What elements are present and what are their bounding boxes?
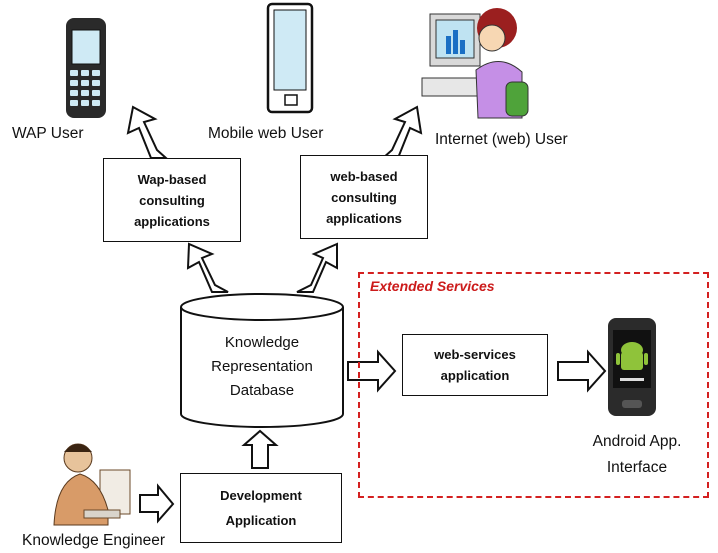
wap-app-label: Wap-based consulting applications	[134, 171, 210, 229]
wap-app-box: Wap-based consulting applications	[103, 158, 241, 242]
database-cylinder	[180, 293, 344, 428]
android-device-icon	[608, 318, 656, 416]
development-box: Development Application	[180, 473, 342, 543]
android-label-line1: Android App.	[592, 433, 682, 450]
android-label: Android App. Interface	[578, 429, 696, 481]
extended-services-region	[358, 272, 709, 498]
web-app-label: web-based consulting applications	[326, 168, 402, 226]
knowledge-engineer-label: Knowledge Engineer	[22, 532, 166, 549]
smartphone-icon	[266, 2, 314, 114]
web-services-box: web-services application	[402, 334, 548, 396]
arrow-db-to-wap	[186, 242, 229, 293]
android-label-line2: Interface	[606, 459, 668, 476]
internet-user-icon	[421, 8, 529, 119]
mobile-web-user-label: Mobile web User	[208, 125, 324, 142]
web-services-label: web-services application	[434, 347, 516, 383]
arrow-web-to-internet	[380, 105, 423, 159]
arrow-services-to-android	[557, 349, 607, 393]
arrow-engineer-to-dev	[139, 483, 175, 524]
extended-services-title: Extended Services	[370, 278, 495, 294]
wap-phone-icon	[66, 18, 106, 118]
arrow-db-to-web	[296, 242, 338, 293]
wap-user-label: WAP User	[12, 125, 84, 142]
web-app-box: web-based consulting applications	[300, 155, 428, 239]
arrow-wap-to-user-shape	[126, 105, 169, 159]
database-label: Knowledge Representation Database	[211, 334, 313, 399]
internet-user-label: Internet (web) User	[435, 131, 568, 148]
arrow-dev-to-db	[241, 429, 279, 469]
development-label: Development Application	[220, 488, 302, 528]
knowledge-engineer-icon	[53, 443, 131, 526]
arrow-db-to-services	[347, 349, 397, 393]
